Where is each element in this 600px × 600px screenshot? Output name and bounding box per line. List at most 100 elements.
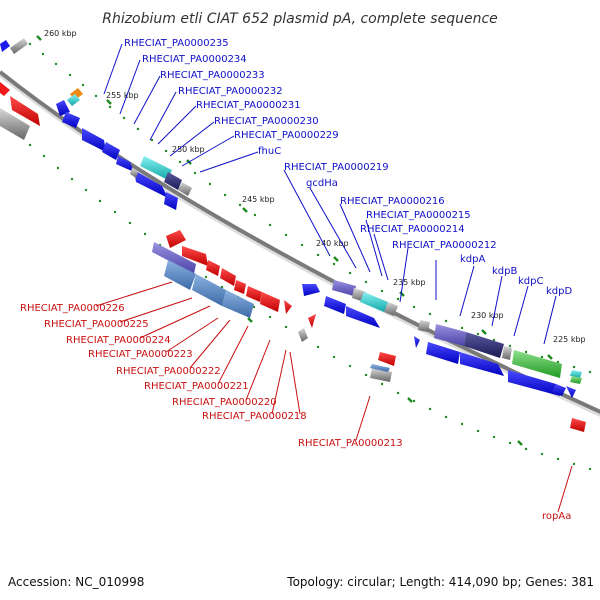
gene-box	[384, 302, 398, 316]
gene-label-reverse: ropAa	[542, 511, 571, 522]
gene-box	[178, 182, 192, 196]
gene-label-reverse: RHECIAT_PA0000222	[116, 366, 221, 377]
gene-box	[502, 346, 512, 360]
tick-label: 225 kbp	[553, 335, 586, 344]
gene-arrow	[102, 142, 120, 160]
gene-label-reverse: RHECIAT_PA0000213	[298, 438, 403, 449]
gene-label-reverse: RHECIAT_PA0000226	[20, 303, 125, 314]
gene-label-reverse: RHECIAT_PA0000225	[44, 319, 149, 330]
backbone	[0, 70, 600, 414]
gene-box	[418, 320, 430, 332]
summary-text: Topology: circular; Length: 414,090 bp; …	[286, 575, 594, 589]
reverse-genes-middle	[166, 230, 586, 432]
gene-label-forward: RHECIAT_PA0000235	[124, 38, 229, 49]
gene-box	[332, 280, 356, 296]
gene-arrow	[378, 352, 396, 366]
gene-box	[10, 96, 40, 126]
gene-box	[434, 324, 466, 346]
gene-label-forward: RHECIAT_PA0000233	[160, 70, 265, 81]
gene-label-forward: kdpD	[546, 286, 572, 297]
gene-label-forward: kdpA	[460, 254, 485, 265]
gene-box	[164, 260, 196, 290]
gene-box	[0, 40, 10, 52]
gene-label-forward: RHECIAT_PA0000214	[360, 224, 465, 235]
gene-arrow	[234, 280, 246, 294]
tick-label: 245 kbp	[242, 195, 275, 204]
forward-genes-upper	[56, 100, 178, 210]
map-title: Rhizobium etli CIAT 652 plasmid pA, comp…	[102, 11, 498, 27]
gene-arrow	[206, 260, 220, 276]
gene-label-forward: RHECIAT_PA0000215	[366, 210, 471, 221]
gene-label-forward: kdpC	[518, 276, 543, 287]
gene-arrow	[324, 296, 346, 314]
gene-arrow	[164, 192, 178, 210]
tick-ring-inner	[0, 120, 592, 471]
gene-label-forward: RHECIAT_PA0000212	[392, 240, 497, 251]
gene-arrow	[284, 300, 292, 314]
gene-label-reverse: RHECIAT_PA0000220	[172, 397, 277, 408]
gene-box	[298, 328, 308, 342]
gene-box	[192, 274, 226, 306]
tick-label: 230 kbp	[471, 311, 504, 320]
gene-arrow	[62, 112, 80, 128]
gene-box	[464, 332, 504, 358]
gene-label-forward: gcdHa	[306, 178, 338, 189]
gene-label-reverse: RHECIAT_PA0000218	[202, 411, 307, 422]
tick-label: 240 kbp	[316, 239, 349, 248]
gene-arrow	[460, 352, 504, 376]
gene-box	[570, 376, 582, 384]
gene-box	[360, 292, 388, 312]
gene-arrow	[566, 386, 576, 398]
gene-arrow	[552, 384, 566, 396]
tick-label: 260 kbp	[44, 29, 77, 38]
reverse-label-leaders	[95, 281, 573, 513]
gene-arrow	[308, 314, 316, 328]
gene-box	[130, 168, 138, 178]
tick-label: 235 kbp	[393, 278, 426, 287]
gene-box	[164, 172, 182, 190]
gene-box	[0, 108, 30, 140]
gene-arrow	[260, 292, 280, 312]
gene-label-forward: fhuC	[258, 146, 281, 157]
gene-arrow	[246, 286, 262, 302]
gene-arrow	[570, 418, 586, 432]
forward-genes-middle	[302, 284, 576, 398]
gene-arrow	[182, 246, 208, 266]
gene-label-forward: RHECIAT_PA0000234	[142, 54, 247, 65]
gene-box	[370, 364, 390, 372]
gene-box	[222, 290, 254, 318]
gene-box	[152, 242, 196, 274]
gene-label-forward: RHECIAT_PA0000216	[340, 196, 445, 207]
gene-label-forward: kdpB	[492, 266, 517, 277]
gene-arrow	[166, 230, 186, 248]
gene-arrow	[134, 170, 168, 198]
accession-text: Accession: NC_010998	[8, 575, 144, 589]
tick-label: 255 kbp	[106, 91, 139, 100]
tick-label: 250 kbp	[172, 145, 205, 154]
gene-arrow	[508, 370, 560, 396]
gene-label-reverse: RHECIAT_PA0000223	[88, 349, 193, 360]
gene-box	[0, 82, 10, 96]
gene-arrow	[426, 342, 460, 364]
gene-label-forward: RHECIAT_PA0000219	[284, 162, 389, 173]
features-top-left	[0, 38, 83, 140]
gene-arrow	[220, 268, 236, 286]
gene-box	[67, 94, 80, 106]
gene-label-reverse: RHECIAT_PA0000224	[66, 335, 171, 346]
gene-arrow	[414, 336, 420, 348]
gene-label-forward: RHECIAT_PA0000231	[196, 100, 301, 111]
gene-box	[140, 156, 172, 180]
gene-arrow	[116, 156, 134, 172]
gene-label-forward: RHECIAT_PA0000230	[214, 116, 319, 127]
gene-box	[570, 370, 582, 378]
gene-arrow	[302, 284, 320, 296]
gene-label-reverse: RHECIAT_PA0000221	[144, 381, 249, 392]
tick-ring-outer	[28, 42, 592, 374]
gene-box	[10, 38, 28, 54]
gene-arrow	[82, 128, 106, 152]
gene-box	[512, 350, 562, 378]
forward-label-leaders	[103, 43, 557, 345]
gene-label-forward: RHECIAT_PA0000232	[178, 86, 283, 97]
gene-label-forward: RHECIAT_PA0000229	[234, 130, 339, 141]
